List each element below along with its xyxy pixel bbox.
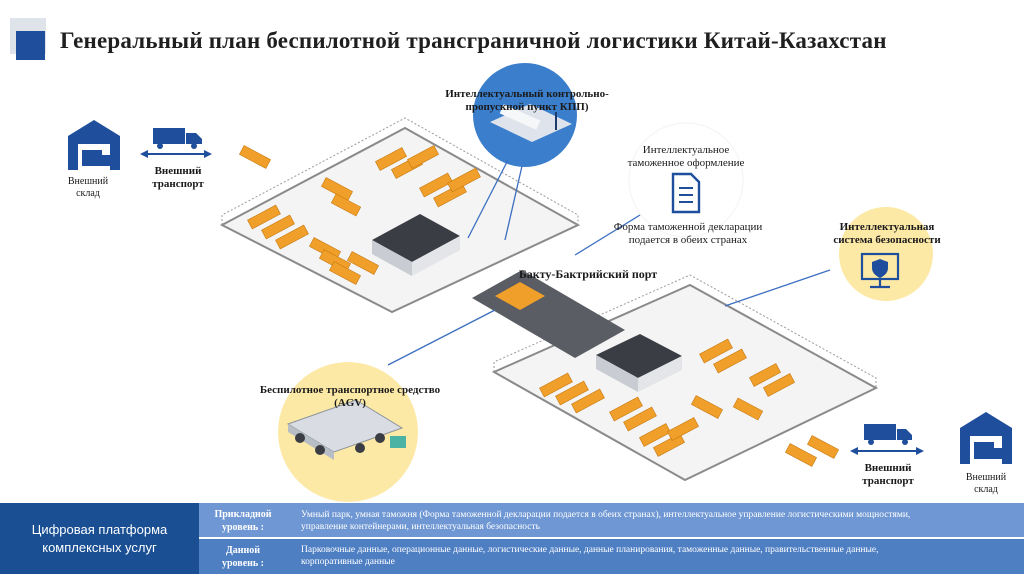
warehouse-icon xyxy=(960,412,1012,464)
document-icon xyxy=(671,172,701,214)
logistics-scene xyxy=(68,63,1012,502)
shield-monitor-icon xyxy=(860,252,900,289)
application-level-text: Умный парк, умная таможня (Форма таможен… xyxy=(301,510,911,532)
customs-circle xyxy=(628,122,744,238)
pointer-lines xyxy=(387,159,831,366)
agv-illustration xyxy=(286,399,406,460)
title-decoration-square xyxy=(16,31,45,60)
agv-label: Беспилотное транспортное средство(AGV) xyxy=(259,384,441,409)
containers-upper xyxy=(239,145,481,285)
warehouse-icon xyxy=(68,120,120,170)
truck-icon xyxy=(153,128,202,149)
upper-yard xyxy=(219,117,581,314)
port-label: Бакту-Бактрийский порт xyxy=(518,267,658,281)
checkpoint-label: Интеллектуальный контрольно-пропускной п… xyxy=(445,88,609,113)
double-arrow-icon xyxy=(850,447,924,455)
page-title: Генеральный план беспилотной трансгранич… xyxy=(60,28,887,53)
containers-lower xyxy=(539,338,839,467)
checkpoint-illustration xyxy=(490,104,572,142)
truck-icon xyxy=(864,424,912,445)
port-road xyxy=(472,270,625,358)
double-arrow-icon xyxy=(140,150,212,158)
data-level-text: Парковочные данные, операционные данные,… xyxy=(301,545,879,567)
